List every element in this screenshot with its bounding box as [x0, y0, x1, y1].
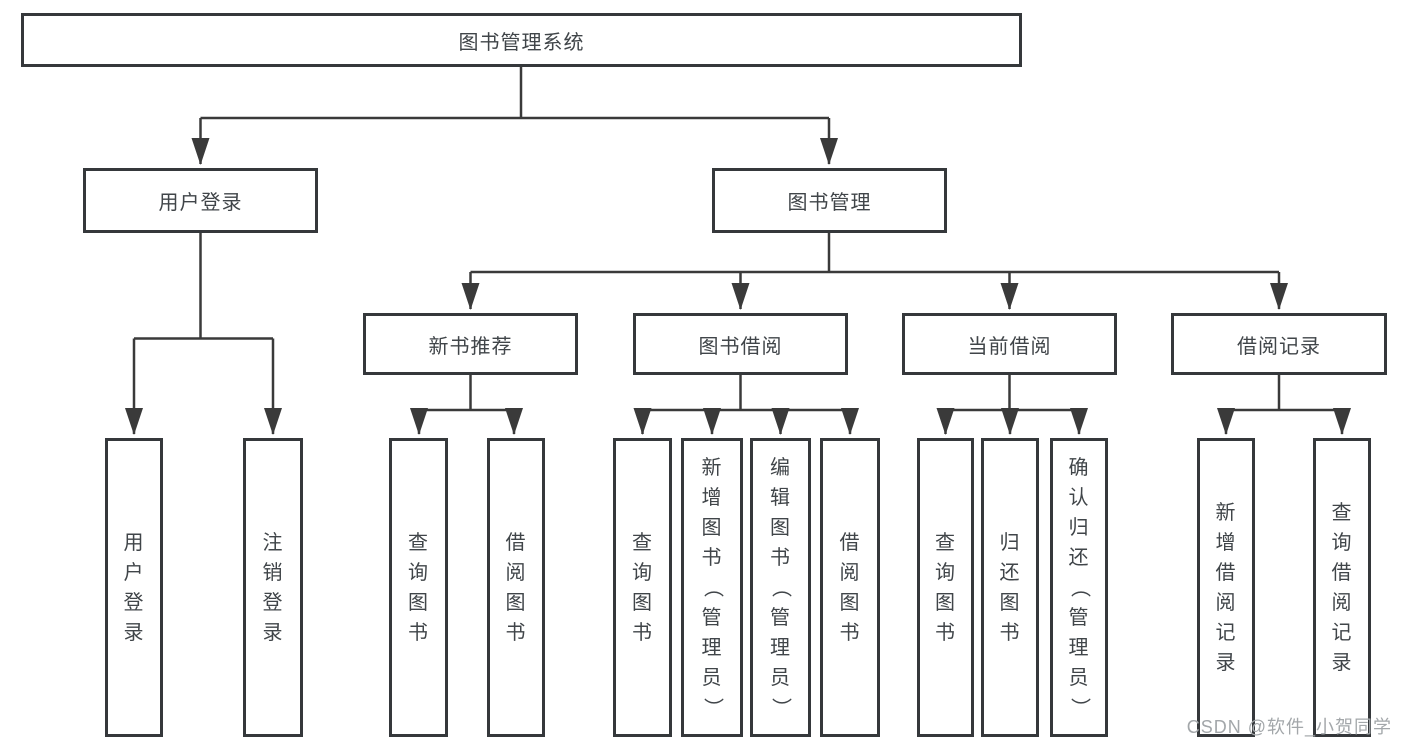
node-return-books: 归还图书	[981, 438, 1039, 737]
node-user-login-leaf: 用户登录	[105, 438, 163, 737]
node-label: 注销登录	[262, 531, 284, 644]
node-user-login: 用户登录	[83, 168, 318, 233]
node-label: 借阅图书	[839, 531, 861, 644]
node-label: 查询图书	[408, 531, 429, 644]
node-new-book-recommendation: 新书推荐	[363, 313, 578, 375]
node-label: 借阅图书	[505, 531, 527, 644]
node-logout: 注销登录	[243, 438, 303, 737]
node-label: 图书管理	[787, 192, 872, 214]
node-query-books-1: 查询图书	[389, 438, 448, 737]
node-label: 当前借阅	[967, 335, 1052, 358]
node-label: 确认归还（管理员）	[1068, 456, 1090, 719]
node-label: 借阅记录	[1237, 335, 1321, 358]
node-label: 查询借阅记录	[1331, 501, 1353, 674]
node-book-borrowing: 图书借阅	[633, 313, 848, 375]
node-borrow-books-1: 借阅图书	[487, 438, 545, 737]
node-label: 查询图书	[632, 531, 653, 644]
node-label: 查询图书	[935, 531, 956, 644]
node-borrowing-records: 借阅记录	[1171, 313, 1387, 375]
node-label: 新增借阅记录	[1215, 501, 1237, 674]
node-confirm-return-admin: 确认归还（管理员）	[1050, 438, 1108, 737]
node-label: 用户登录	[158, 192, 243, 214]
node-label: 图书借阅	[698, 335, 783, 358]
node-add-borrow-record: 新增借阅记录	[1197, 438, 1255, 737]
node-book-management: 图书管理	[712, 168, 947, 233]
node-current-borrowing: 当前借阅	[902, 313, 1117, 375]
node-query-books-2: 查询图书	[613, 438, 672, 737]
node-label: 新增图书（管理员）	[701, 456, 723, 719]
node-edit-book-admin: 编辑图书（管理员）	[750, 438, 811, 737]
node-label: 用户登录	[123, 531, 145, 644]
node-label: 归还图书	[999, 531, 1021, 644]
node-label: 新书推荐	[428, 335, 513, 358]
node-query-books-3: 查询图书	[917, 438, 974, 737]
watermark-text: CSDN @软件_小贺同学	[1186, 717, 1392, 737]
node-borrow-books-2: 借阅图书	[820, 438, 880, 737]
node-add-book-admin: 新增图书（管理员）	[681, 438, 743, 737]
node-label: 编辑图书（管理员）	[769, 456, 792, 719]
node-label: 图书管理系统	[458, 31, 585, 54]
node-library-management-system: 图书管理系统	[21, 13, 1022, 67]
node-query-borrow-record: 查询借阅记录	[1313, 438, 1371, 737]
